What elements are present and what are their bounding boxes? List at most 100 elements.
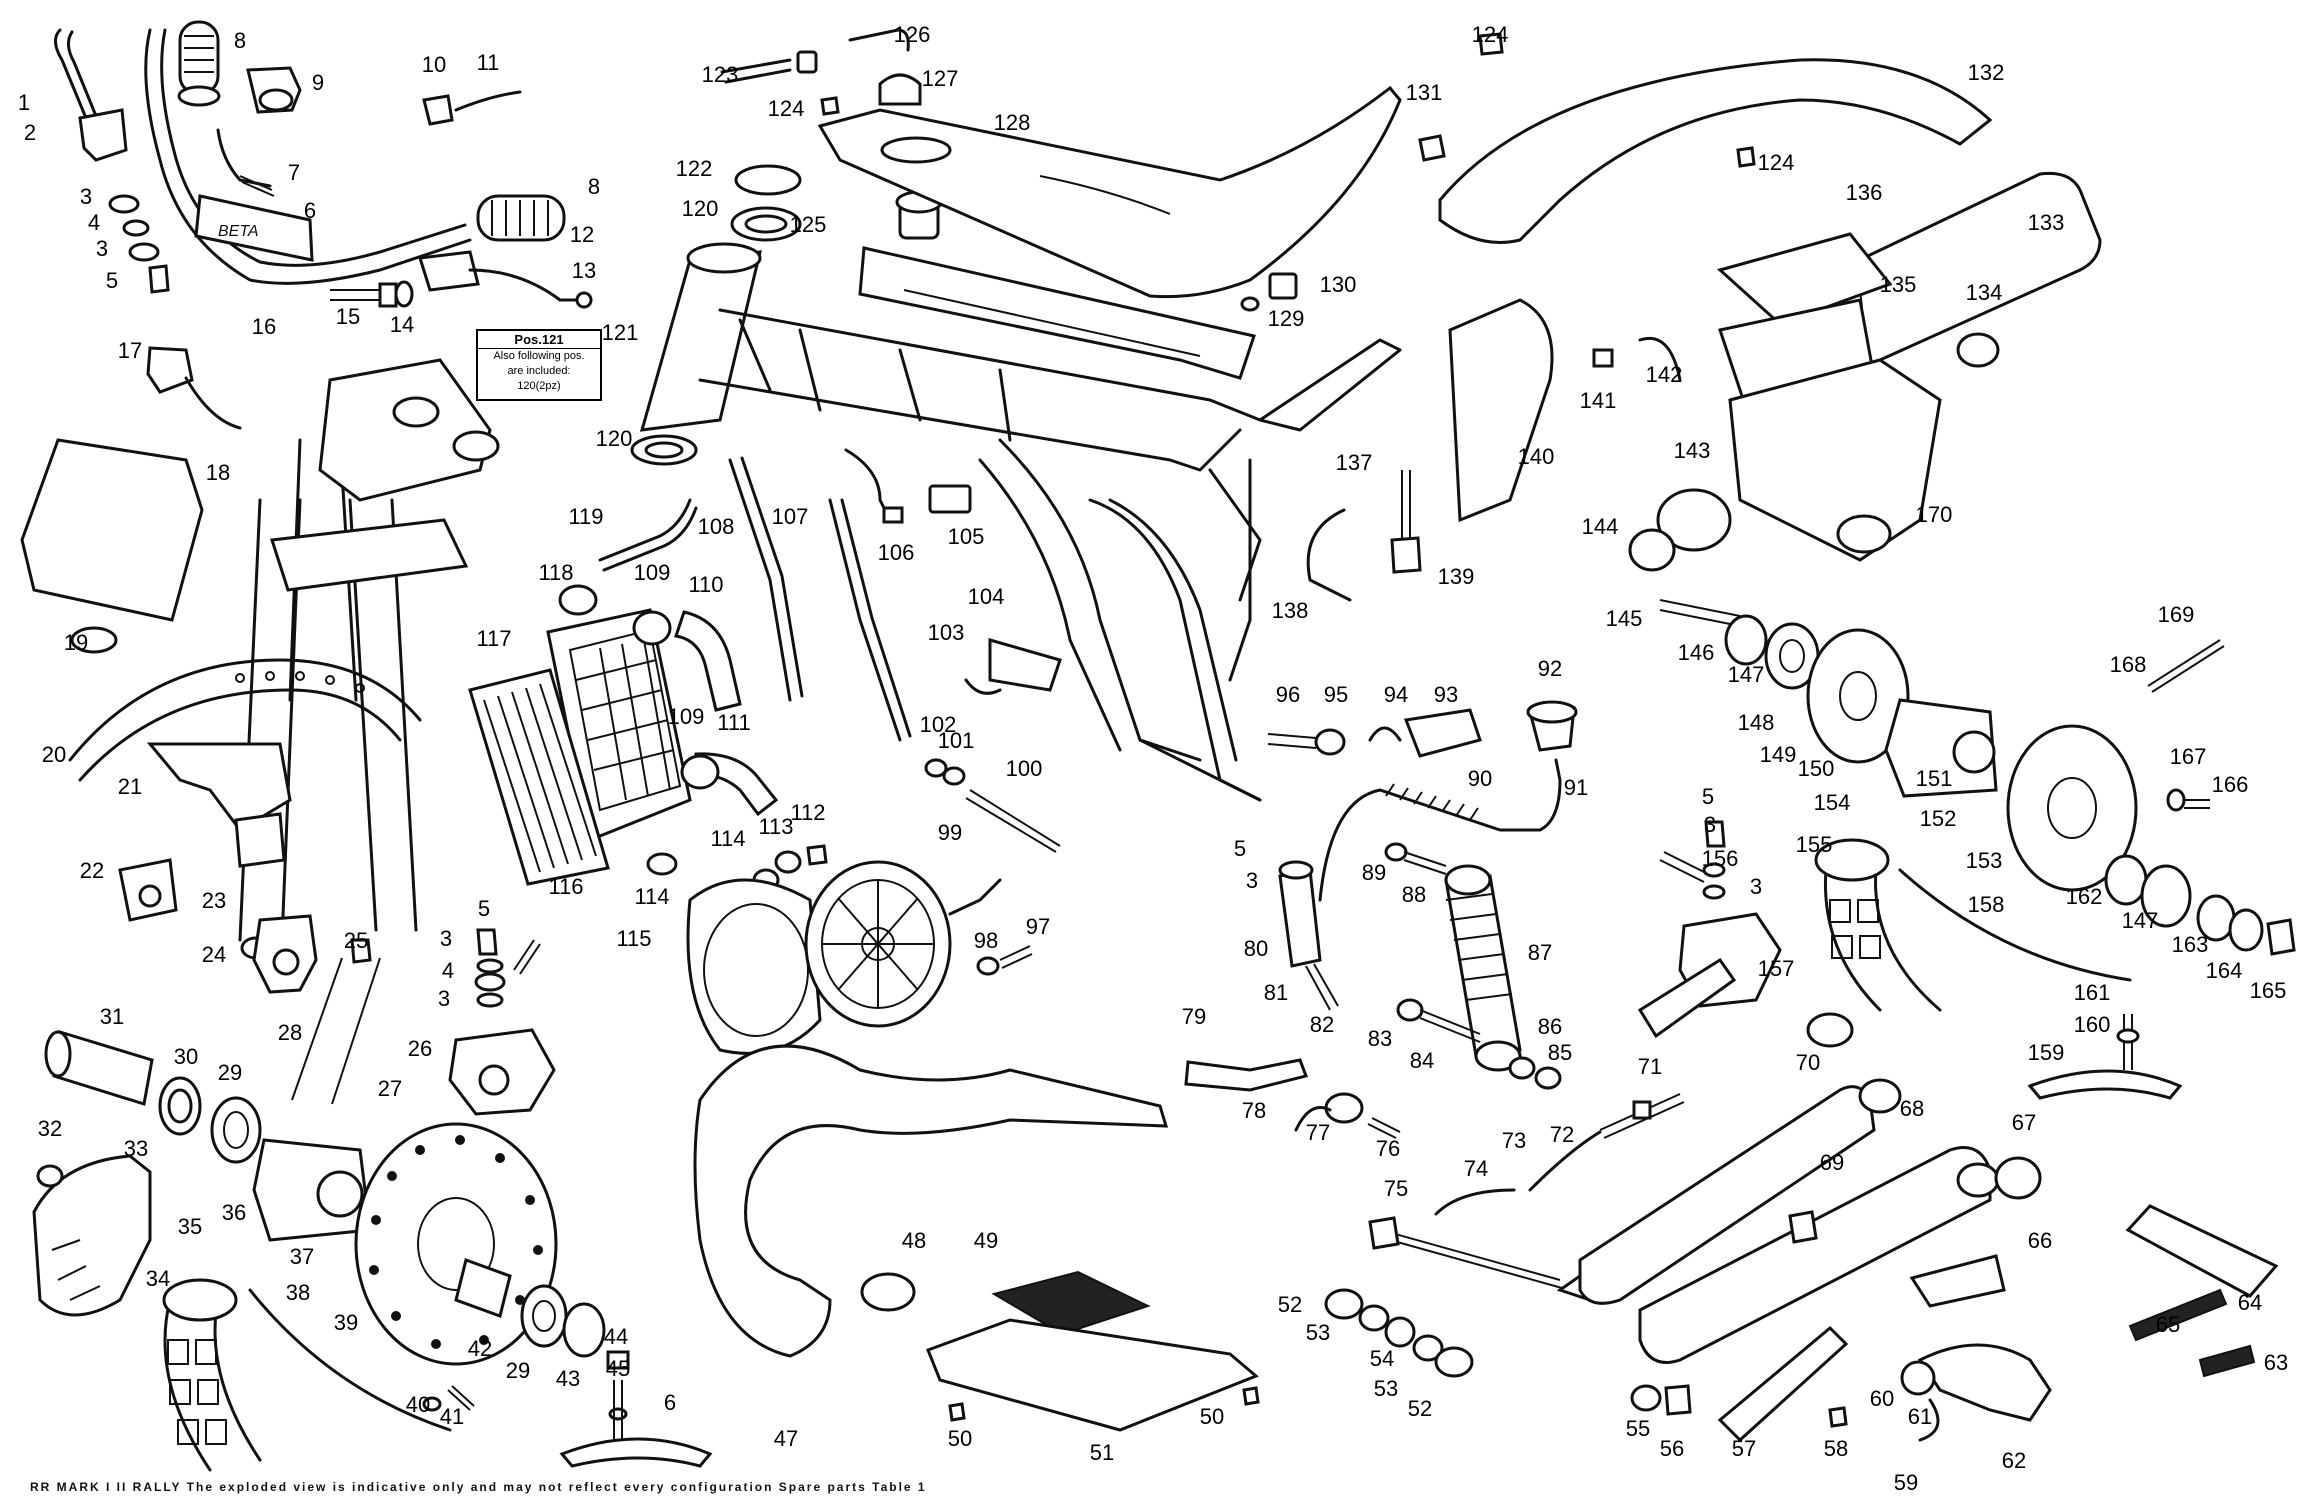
callout-64: 64 (2238, 1290, 2262, 1315)
callout-105: 105 (948, 524, 985, 549)
callout-29: 29 (218, 1060, 242, 1085)
callout-104: 104 (968, 584, 1005, 609)
callout-156: 156 (1702, 846, 1739, 871)
callout-68: 68 (1900, 1096, 1924, 1121)
callout-17: 17 (118, 338, 142, 363)
callout-118: 118 (538, 560, 573, 585)
callout-154: 154 (1814, 790, 1851, 815)
rear-wheel-assembly (1659, 599, 2296, 1100)
callout-161: 161 (2074, 980, 2111, 1005)
handlebar-assembly: BETA (54, 20, 593, 309)
callout-57: 57 (1732, 1436, 1756, 1461)
callout-77: 77 (1306, 1120, 1330, 1145)
callout-38: 38 (286, 1280, 310, 1305)
callout-162: 162 (2066, 884, 2103, 909)
callout-90: 90 (1468, 766, 1492, 791)
callout-3: 3 (1750, 874, 1762, 899)
callout-83: 83 (1368, 1026, 1392, 1051)
callout-149: 149 (1760, 742, 1797, 767)
callout-85: 85 (1548, 1040, 1572, 1065)
callout-41: 41 (440, 1404, 464, 1429)
callout-84: 84 (1410, 1048, 1434, 1073)
callout-152: 152 (1920, 806, 1957, 831)
callout-135: 135 (1880, 272, 1917, 297)
callout-110: 110 (688, 572, 723, 597)
front-fork-assembly (20, 346, 500, 994)
callout-75: 75 (1384, 1176, 1408, 1201)
callout-132: 132 (1968, 60, 2005, 85)
callout-3: 3 (80, 184, 92, 209)
note-line: Also following pos. (493, 350, 585, 362)
callout-116: 116 (548, 874, 583, 899)
frame-assembly (558, 28, 1402, 802)
callout-91: 91 (1564, 775, 1588, 800)
callout-37: 37 (290, 1244, 314, 1269)
callout-3: 3 (96, 236, 108, 261)
callout-76: 76 (1376, 1136, 1400, 1161)
callout-155: 155 (1796, 832, 1833, 857)
callout-164: 164 (2206, 958, 2243, 983)
callout-113: 113 (758, 814, 793, 839)
callout-100: 100 (1006, 756, 1043, 781)
callout-22: 22 (80, 858, 104, 883)
callout-58: 58 (1824, 1436, 1848, 1461)
callout-3: 3 (438, 986, 450, 1011)
callout-119: 119 (568, 504, 603, 529)
callout-4: 4 (442, 958, 454, 983)
callout-127: 127 (922, 66, 959, 91)
callout-5: 5 (478, 896, 490, 921)
callout-66: 66 (2028, 1228, 2052, 1253)
callout-53: 53 (1374, 1376, 1398, 1401)
callout-99: 99 (938, 820, 962, 845)
callout-5: 5 (106, 268, 118, 293)
callout-81: 81 (1264, 980, 1288, 1005)
callout-30: 30 (174, 1044, 198, 1069)
callout-86: 86 (1538, 1014, 1562, 1039)
callout-21: 21 (118, 774, 142, 799)
callout-89: 89 (1362, 860, 1386, 885)
callout-14: 14 (390, 312, 414, 337)
callout-7: 7 (288, 160, 300, 185)
callout-98: 98 (974, 928, 998, 953)
note-line: are included: (507, 365, 571, 377)
callout-25: 25 (344, 928, 368, 953)
callout-166: 166 (2212, 772, 2249, 797)
callout-15: 15 (336, 304, 360, 329)
callout-56: 56 (1660, 1436, 1684, 1461)
callout-153: 153 (1966, 848, 2003, 873)
callout-146: 146 (1678, 640, 1715, 665)
callout-55: 55 (1626, 1416, 1650, 1441)
callout-54: 54 (1370, 1346, 1394, 1371)
callout-103: 103 (928, 620, 965, 645)
callout-102: 102 (920, 712, 957, 737)
callout-128: 128 (994, 110, 1031, 135)
callout-114: 114 (634, 884, 669, 909)
callout-28: 28 (278, 1020, 302, 1045)
callout-120: 120 (682, 196, 719, 221)
callout-148: 148 (1738, 710, 1775, 735)
callout-59: 59 (1894, 1470, 1918, 1495)
radiator-assembly (468, 608, 828, 892)
callout-147: 147 (2122, 908, 2159, 933)
callout-109: 109 (634, 560, 671, 585)
callout-115: 115 (616, 926, 651, 951)
callout-43: 43 (556, 1366, 580, 1391)
callout-106: 106 (878, 540, 915, 565)
callout-92: 92 (1538, 656, 1562, 681)
exhaust-assembly (693, 171, 2102, 1432)
callout-158: 158 (1968, 892, 2005, 917)
callout-169: 169 (2158, 602, 2195, 627)
callout-61: 61 (1908, 1404, 1932, 1429)
callout-168: 168 (2110, 652, 2147, 677)
callout-40: 40 (406, 1392, 430, 1417)
rear-fender-airbox (1306, 32, 1993, 602)
callout-121: 121 (602, 320, 639, 345)
callout-167: 167 (2170, 744, 2207, 769)
callout-97: 97 (1026, 914, 1050, 939)
callout-93: 93 (1434, 682, 1458, 707)
callout-122: 122 (676, 156, 713, 181)
callout-163: 163 (2172, 932, 2209, 957)
callout-133: 133 (2028, 210, 2065, 235)
callout-87: 87 (1528, 940, 1552, 965)
